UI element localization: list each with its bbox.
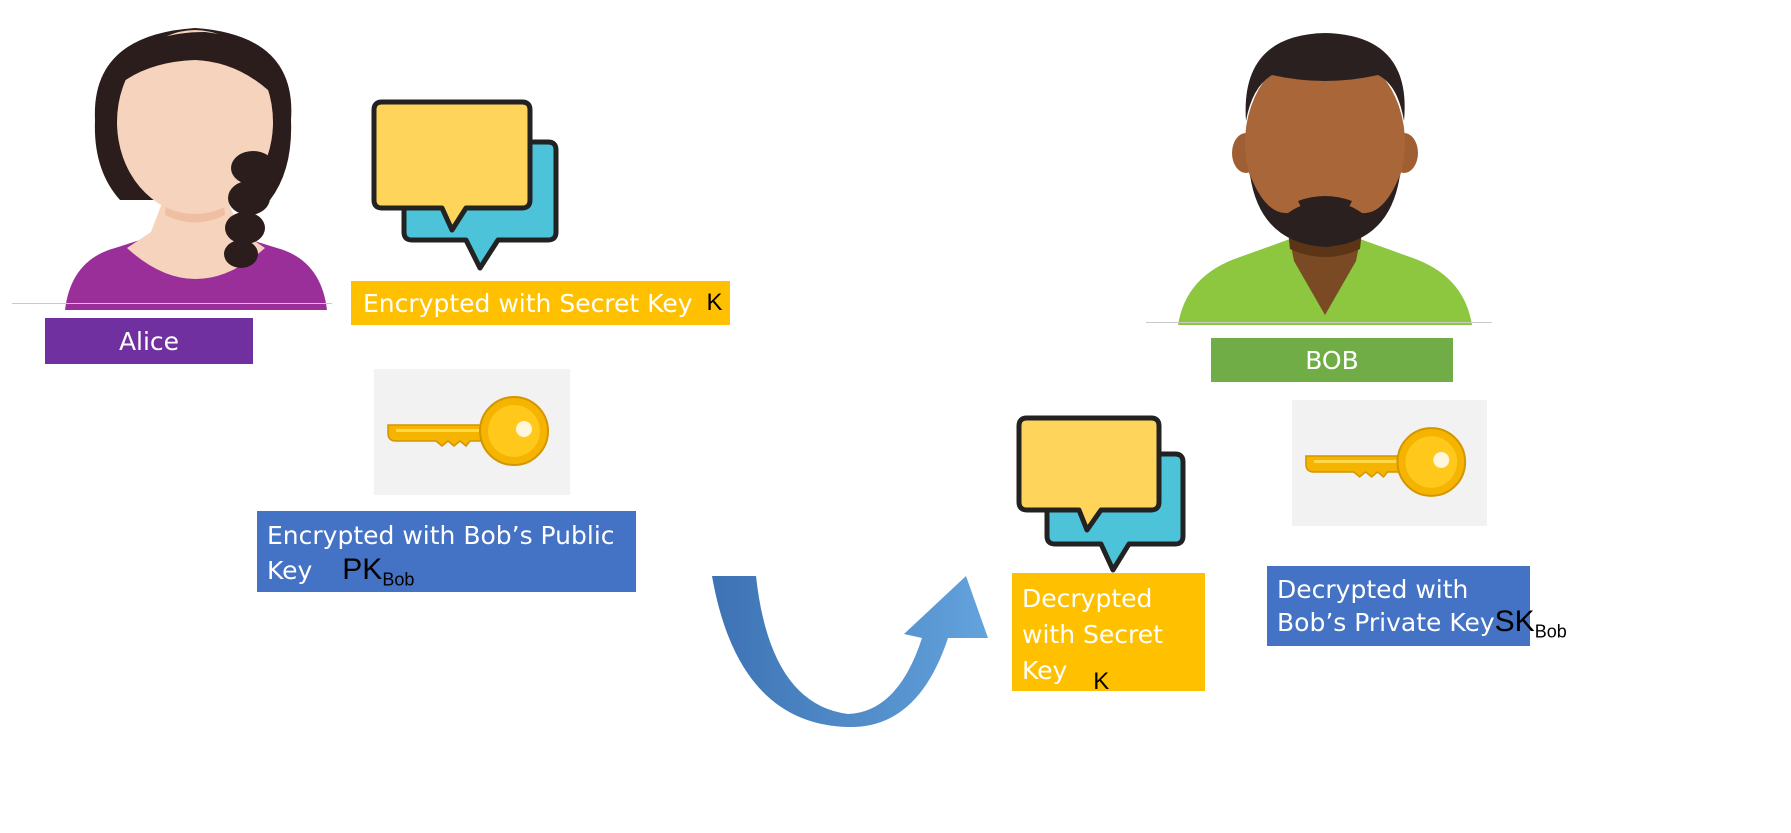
key-icon	[1305, 427, 1467, 497]
bob-name-badge: BOB	[1211, 338, 1453, 382]
bob-key-box	[1292, 400, 1487, 526]
alice-key-symbol-sub: Bob	[382, 569, 415, 590]
bob-message-line2: with Secret	[1022, 620, 1163, 649]
bob-message-line1: Decrypted	[1022, 584, 1153, 613]
bob-key-label: Decrypted with Bob’s Private KeySKBob	[1267, 566, 1567, 646]
bob-avatar-icon	[1170, 25, 1480, 325]
bob-chat-bubbles-icon	[1015, 414, 1190, 574]
bob-key-symbol: SK	[1494, 605, 1535, 638]
bob-message-label: Decrypted with Secret Key K	[1012, 573, 1205, 695]
bob-message-symbol: K	[1093, 668, 1110, 695]
alice-name-badge: Alice	[45, 318, 253, 364]
curved-arrow-icon	[708, 574, 993, 729]
alice-key-line2: Key	[267, 556, 313, 585]
bob-key-symbol-sub: Bob	[1534, 621, 1567, 642]
alice-message-text: Encrypted with Secret Key	[363, 288, 693, 318]
alice-key-line1: Encrypted with Bob’s Public	[267, 521, 615, 550]
bob-key-line1: Decrypted with	[1277, 575, 1469, 604]
alice-key-symbol: PK	[342, 553, 383, 586]
bob-message-line3: Key	[1022, 656, 1068, 685]
alice-name: Alice	[118, 326, 180, 356]
bob-key-line2: Bob’s Private Key	[1277, 608, 1495, 637]
bob-name: BOB	[1305, 345, 1359, 375]
key-icon	[387, 396, 549, 466]
alice-avatar-icon	[55, 10, 335, 310]
alice-key-label: Encrypted with Bob’s Public Key PKBob	[257, 511, 636, 592]
alice-divider	[12, 303, 332, 304]
alice-chat-bubbles-icon	[370, 98, 565, 273]
bob-divider	[1146, 322, 1492, 323]
alice-message-symbol: K	[706, 289, 723, 316]
alice-message-label: Encrypted with Secret Key K	[351, 281, 730, 325]
alice-key-box	[374, 369, 570, 495]
